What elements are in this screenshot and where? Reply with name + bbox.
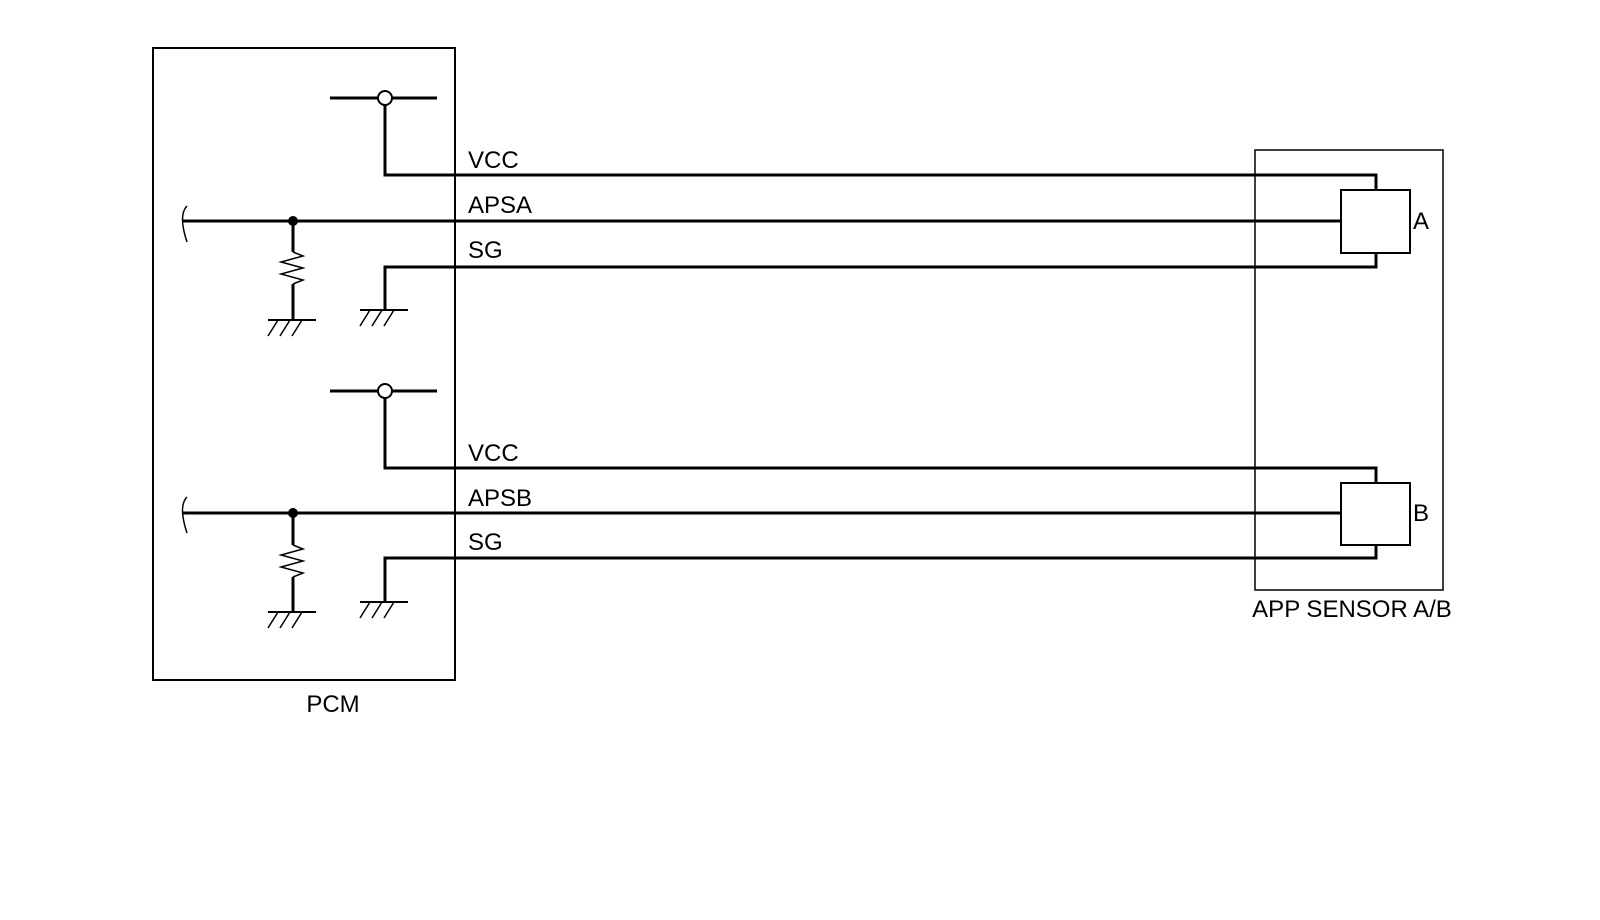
vcc-terminal-b (377, 383, 393, 399)
vcc-wire-b (383, 398, 1378, 483)
app-sensor-box (1254, 149, 1444, 591)
pcm-label: PCM (306, 691, 359, 718)
vcc-terminal-a (377, 90, 393, 106)
ground-symbol-resistor-a (267, 319, 316, 337)
channel-a: VCC APSA SG A (181, 90, 1429, 337)
sensor-element-label-a: A (1413, 208, 1429, 235)
signal-label-a: APSA (468, 192, 532, 219)
sensor-element-label-b: B (1413, 500, 1429, 527)
vcc-label-b: VCC (468, 440, 519, 467)
vcc-wire-a (383, 105, 1378, 190)
vcc-label-a: VCC (468, 147, 519, 174)
resistor-a (278, 251, 306, 285)
wire-break-a (181, 205, 188, 243)
signal-label-b: APSB (468, 485, 532, 512)
ground-symbol-sg-a (359, 309, 408, 327)
sg-wire-a (383, 253, 1378, 310)
sg-label-a: SG (468, 237, 503, 264)
sg-wire-b (383, 545, 1378, 602)
sensor-element-b (1340, 482, 1411, 546)
pcm-box (152, 47, 456, 681)
ground-symbol-resistor-b (267, 611, 316, 629)
wire-break-b (181, 496, 188, 534)
app-sensor-label: APP SENSOR A/B (1252, 596, 1452, 623)
sg-label-b: SG (468, 529, 503, 556)
ground-symbol-sg-b (359, 601, 408, 619)
sensor-element-a (1340, 189, 1411, 254)
channel-b: VCC APSB SG B (181, 383, 1429, 629)
resistor-b (278, 544, 306, 578)
